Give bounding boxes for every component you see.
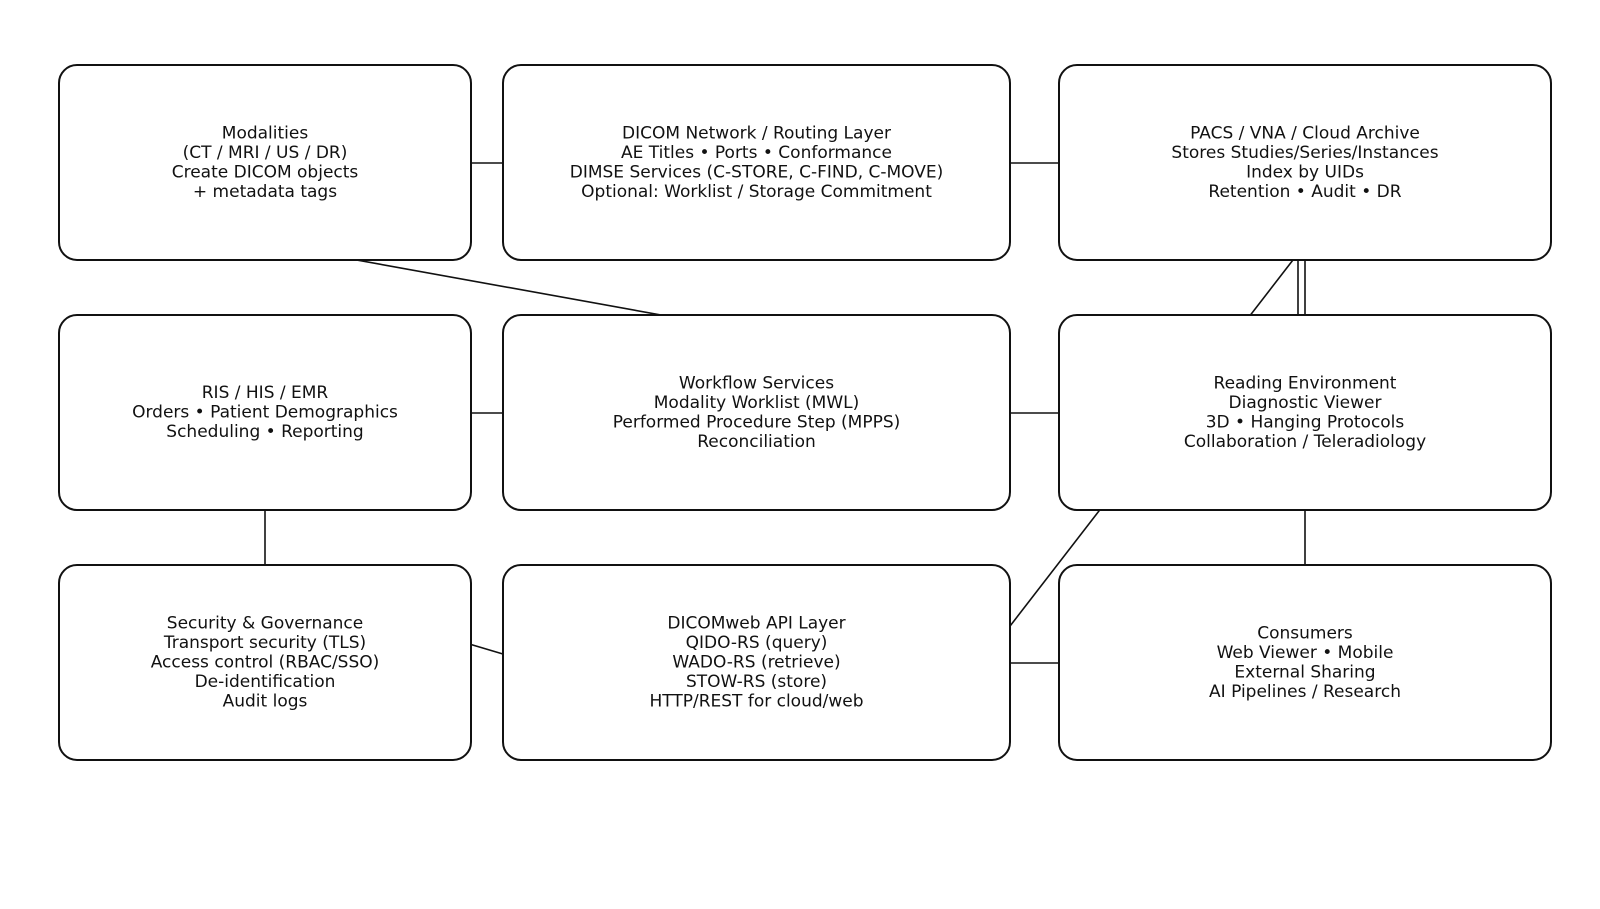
node-label-line: External Sharing xyxy=(1234,662,1375,682)
node-label-line: Transport security (TLS) xyxy=(163,633,366,653)
node-box-security xyxy=(58,564,472,761)
node-label-line: 3D • Hanging Protocols xyxy=(1206,412,1405,432)
node-label-line: Web Viewer • Mobile xyxy=(1217,643,1394,663)
node-box-ris xyxy=(58,314,472,511)
node-box-dicomweb xyxy=(502,564,1011,761)
node-label-line: AE Titles • Ports • Conformance xyxy=(621,143,892,163)
node-box-pacs xyxy=(1058,64,1552,261)
node-label-line: PACS / VNA / Cloud Archive xyxy=(1190,123,1420,143)
node-box-dicom-network xyxy=(502,64,1011,261)
node-box-consumers xyxy=(1058,564,1552,761)
node-label-line: HTTP/REST for cloud/web xyxy=(649,692,863,712)
node-label-line: Retention • Audit • DR xyxy=(1208,182,1401,202)
node-label-line: + metadata tags xyxy=(193,182,337,202)
node-box-reading xyxy=(1058,314,1552,511)
node-label-line: Orders • Patient Demographics xyxy=(132,403,398,423)
node-label-line: RIS / HIS / EMR xyxy=(202,383,329,403)
node-label-line: STOW-RS (store) xyxy=(686,672,827,692)
node-label-line: Create DICOM objects xyxy=(172,162,359,182)
node-label-line: (CT / MRI / US / DR) xyxy=(183,143,348,163)
node-label-line: De-identification xyxy=(195,672,336,692)
node-label-line: Audit logs xyxy=(223,692,308,712)
node-modalities: Modalities(CT / MRI / US / DR)Create DIC… xyxy=(58,64,472,261)
node-box-workflow xyxy=(502,314,1011,511)
node-label-line: Collaboration / Teleradiology xyxy=(1184,432,1426,452)
node-label-line: Consumers xyxy=(1257,623,1353,643)
node-label-line: Reading Environment xyxy=(1214,373,1397,393)
node-label-line: WADO-RS (retrieve) xyxy=(672,653,840,673)
node-label-line: Stores Studies/Series/Instances xyxy=(1171,143,1438,163)
node-label-line: Optional: Worklist / Storage Commitment xyxy=(581,182,932,202)
node-label-line: Diagnostic Viewer xyxy=(1229,393,1382,413)
nodes-layer: Modalities(CT / MRI / US / DR)Create DIC… xyxy=(58,64,1552,761)
node-label-line: Reconciliation xyxy=(697,432,816,452)
node-label-line: Security & Governance xyxy=(167,614,363,634)
node-label-line: Index by UIDs xyxy=(1246,162,1364,182)
node-label-line: DICOMweb API Layer xyxy=(667,614,845,634)
node-label-line: Modalities xyxy=(222,123,309,143)
node-label-line: AI Pipelines / Research xyxy=(1209,682,1401,702)
node-label-line: Scheduling • Reporting xyxy=(166,422,363,442)
node-label-line: DIMSE Services (C-STORE, C-FIND, C-MOVE) xyxy=(570,162,944,182)
node-label-line: Modality Worklist (MWL) xyxy=(654,393,860,413)
node-label-line: DICOM Network / Routing Layer xyxy=(622,123,891,143)
node-box-modalities xyxy=(58,64,472,261)
node-label-line: Performed Procedure Step (MPPS) xyxy=(613,412,901,432)
node-label-line: Access control (RBAC/SSO) xyxy=(151,653,380,673)
node-label-line: QIDO-RS (query) xyxy=(686,633,828,653)
node-label-line: Workflow Services xyxy=(679,373,834,393)
